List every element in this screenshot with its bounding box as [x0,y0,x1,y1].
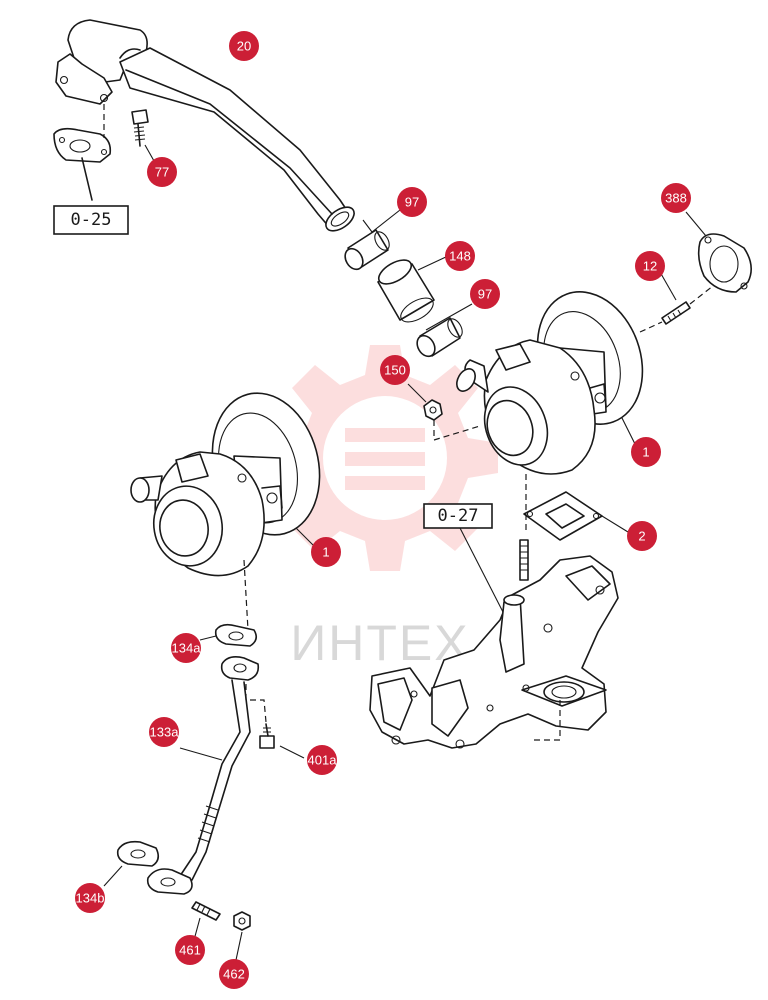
nut-462 [233,911,251,931]
svg-text:150: 150 [384,363,406,378]
hose-clamp-97-lower [416,317,463,358]
svg-text:97: 97 [478,287,492,302]
watermark-text: ИНТЕХ [290,615,469,671]
svg-text:134b: 134b [76,891,105,906]
svg-text:ИНТЕХ: ИНТЕХ [290,615,469,671]
svg-text:1: 1 [642,445,649,460]
callout-133a[interactable]: 133a [149,717,179,747]
callout-1-left[interactable]: 1 [311,537,341,567]
svg-text:388: 388 [665,191,687,206]
svg-text:461: 461 [179,943,201,958]
callout-461[interactable]: 461 [175,935,205,965]
stud-12 [661,301,691,325]
ref-box-027: 0-27 [423,503,493,529]
callout-20[interactable]: 20 [229,31,259,61]
svg-text:12: 12 [643,259,657,274]
svg-text:97: 97 [405,195,419,210]
callout-77[interactable]: 77 [147,157,177,187]
svg-text:0-25: 0-25 [71,210,112,230]
stud-461 [191,901,221,921]
callout-134b[interactable]: 134b [75,883,105,913]
svg-text:0-27: 0-27 [438,506,479,526]
svg-text:401a: 401a [308,753,338,768]
gasket-134a [214,623,258,647]
svg-text:148: 148 [449,249,471,264]
callout-2[interactable]: 2 [627,521,657,551]
callout-134a[interactable]: 134a [171,633,201,663]
callout-97-lower[interactable]: 97 [470,279,500,309]
svg-text:77: 77 [155,165,169,180]
svg-text:462: 462 [223,967,245,982]
turbocharger-left [130,392,321,577]
bolt-401a [259,723,275,749]
exhaust-manifold [369,555,619,749]
callout-388[interactable]: 388 [661,183,691,213]
ref-box-025: 0-25 [53,205,129,235]
flange-gasket-top [53,127,112,163]
callout-148[interactable]: 148 [445,241,475,271]
svg-text:20: 20 [237,39,251,54]
hose-clamp-97-upper [344,229,390,271]
gasket-388 [697,233,752,293]
hose-148 [377,259,435,323]
callout-1-right[interactable]: 1 [631,437,661,467]
oil-return-pipe [146,656,260,895]
svg-text:133a: 133a [150,725,180,740]
intake-pipe [55,19,355,232]
callout-97-upper[interactable]: 97 [397,187,427,217]
svg-text:134a: 134a [172,641,202,656]
gasket-2 [523,491,603,541]
svg-text:2: 2 [638,529,645,544]
callout-462[interactable]: 462 [219,959,249,989]
gasket-134b [116,840,160,867]
manifold-stud [519,539,529,581]
bolt-77 [131,109,149,147]
callout-150[interactable]: 150 [380,355,410,385]
nut-150 [423,399,443,421]
callout-401a[interactable]: 401a [307,745,337,775]
svg-text:1: 1 [322,545,329,560]
callout-12[interactable]: 12 [635,251,665,281]
turbocharger-right [456,291,644,475]
